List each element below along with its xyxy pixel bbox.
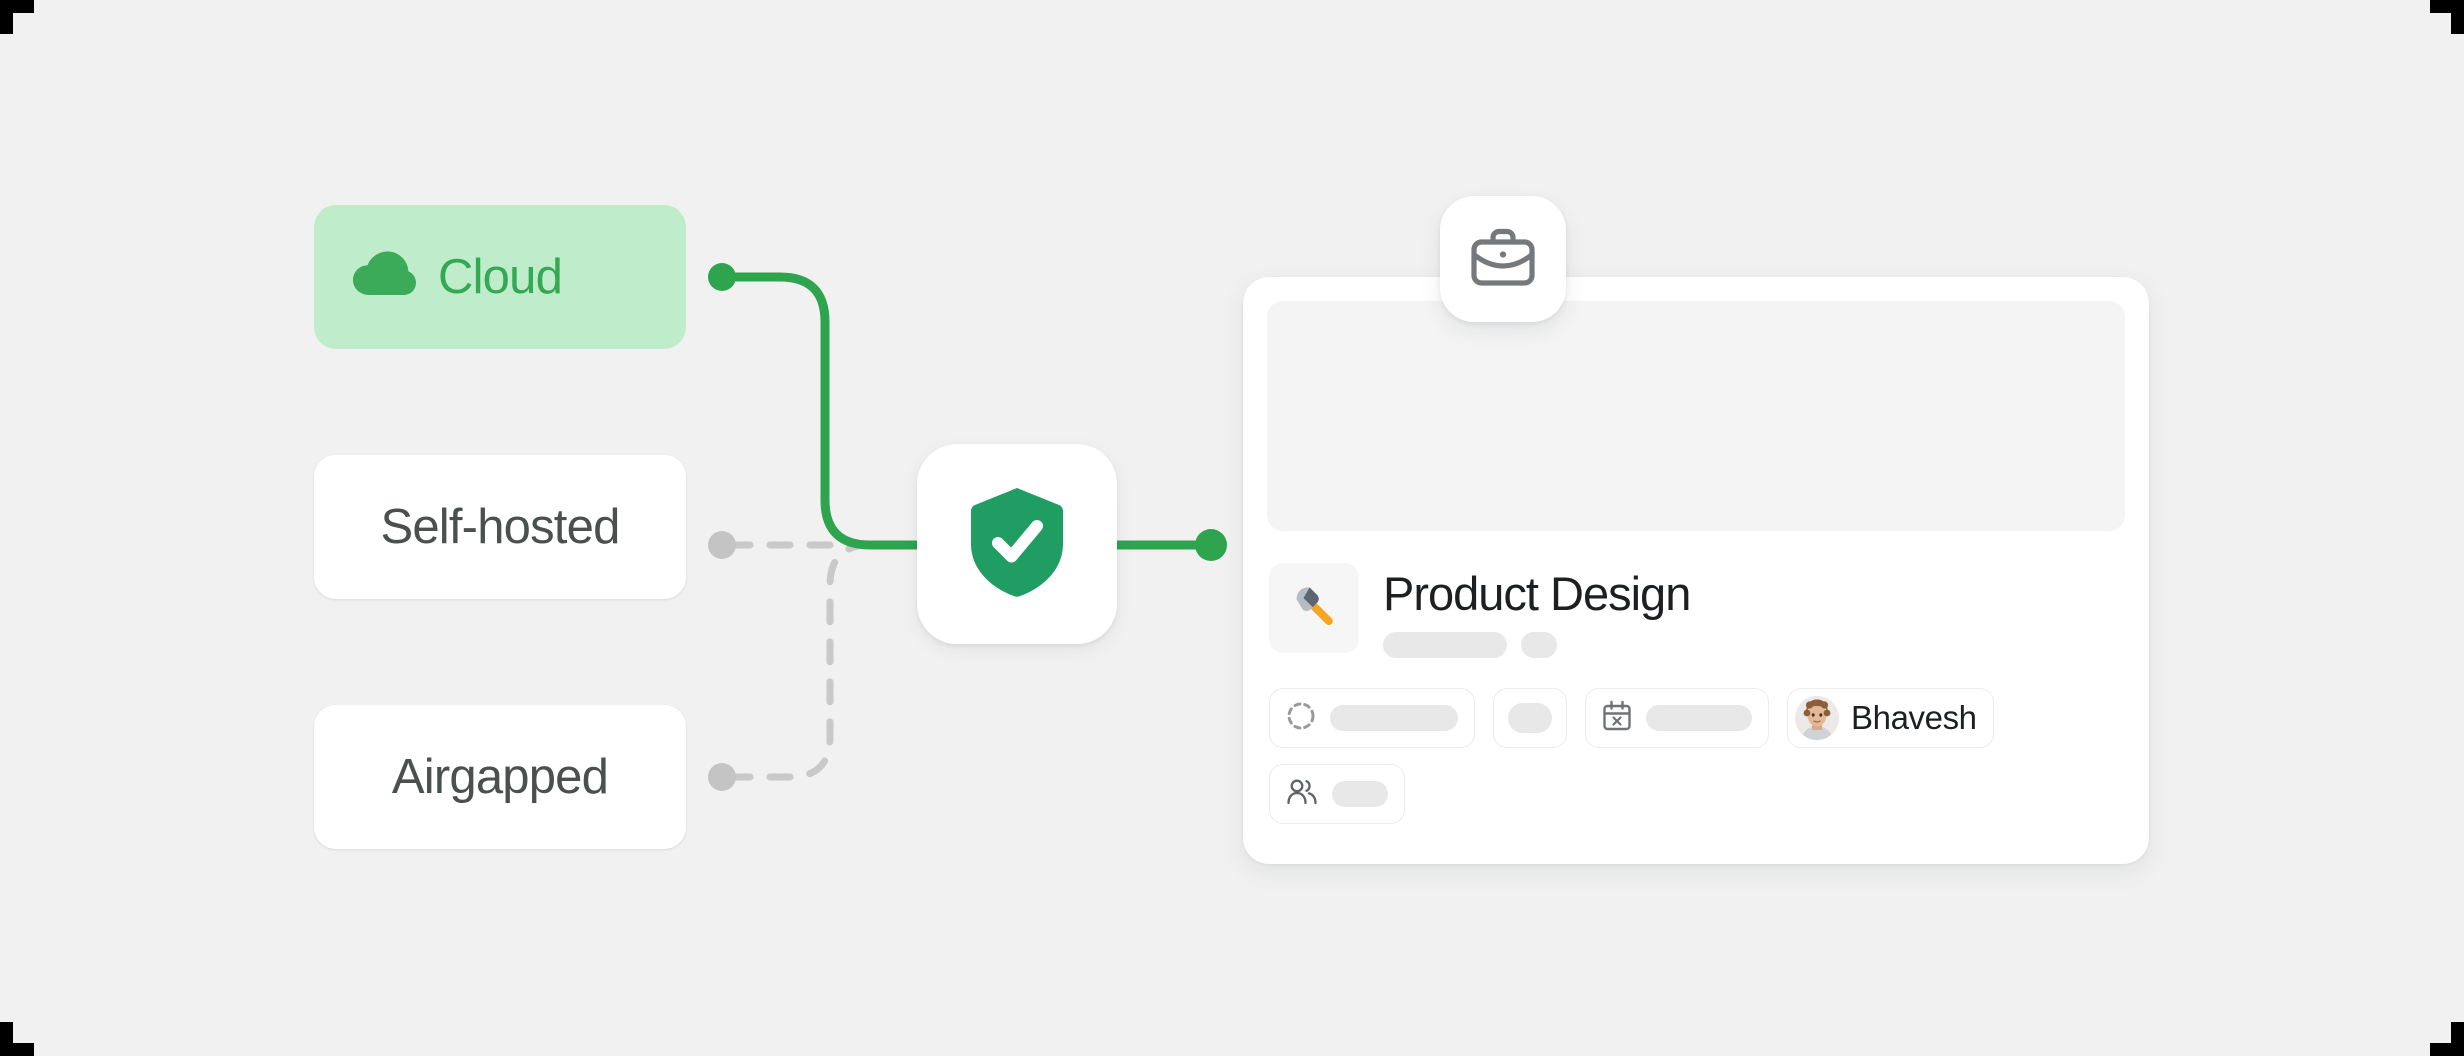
connector-airgapped — [726, 541, 921, 781]
dot-airgapped — [708, 763, 736, 791]
cloud-icon — [352, 251, 416, 304]
project-title-column: Product Design — [1383, 563, 1691, 659]
option-label-airgapped: Airgapped — [391, 750, 609, 804]
skeleton-bar — [1646, 705, 1752, 732]
option-label-cloud: Cloud — [438, 250, 563, 304]
chip-due-date[interactable] — [1585, 688, 1769, 749]
option-label-self-hosted: Self-hosted — [380, 500, 620, 554]
shield-check-icon — [968, 486, 1066, 603]
property-chip-row-1: Bhavesh — [1267, 688, 2125, 749]
project-card[interactable]: Product Design — [1243, 277, 2149, 864]
briefcase-badge[interactable] — [1440, 196, 1566, 322]
dot-card — [1195, 529, 1227, 561]
dot-cloud — [708, 263, 736, 291]
connector-cloud — [725, 272, 922, 550]
project-header: Product Design — [1267, 563, 2125, 659]
option-cloud[interactable]: Cloud — [314, 205, 686, 349]
security-shield-tile[interactable] — [917, 444, 1117, 644]
project-subtitle-skeletons — [1383, 632, 1690, 659]
people-icon — [1286, 777, 1318, 812]
skeleton-dot — [1521, 632, 1557, 659]
skeleton-bar — [1383, 632, 1507, 659]
avatar — [1795, 696, 1839, 741]
calendar-x-icon — [1602, 700, 1632, 737]
crop-corner-bottom-left — [0, 1022, 34, 1056]
briefcase-icon — [1470, 226, 1536, 293]
dashed-circle-icon — [1286, 701, 1316, 736]
axe-emoji — [1269, 563, 1359, 653]
option-self-hosted[interactable]: Self-hosted — [314, 455, 686, 599]
hero-skeleton — [1267, 301, 2125, 531]
chip-status[interactable] — [1269, 688, 1475, 749]
option-airgapped[interactable]: Airgapped — [314, 705, 686, 849]
project-title: Product Design — [1383, 567, 1691, 620]
crop-corner-top-right — [2430, 0, 2464, 34]
crop-corner-top-left — [0, 0, 34, 34]
assignee-name: Bhavesh — [1851, 699, 1977, 737]
skeleton-oval — [1508, 703, 1552, 734]
skeleton-bar — [1332, 781, 1388, 808]
crop-corner-bottom-right — [2430, 1022, 2464, 1056]
skeleton-bar — [1330, 705, 1458, 732]
chip-priority[interactable] — [1493, 688, 1567, 749]
dot-self-hosted — [708, 531, 736, 559]
property-chip-row-2 — [1267, 764, 2125, 825]
chip-team[interactable] — [1269, 764, 1405, 825]
chip-assignee[interactable]: Bhavesh — [1787, 688, 1994, 749]
